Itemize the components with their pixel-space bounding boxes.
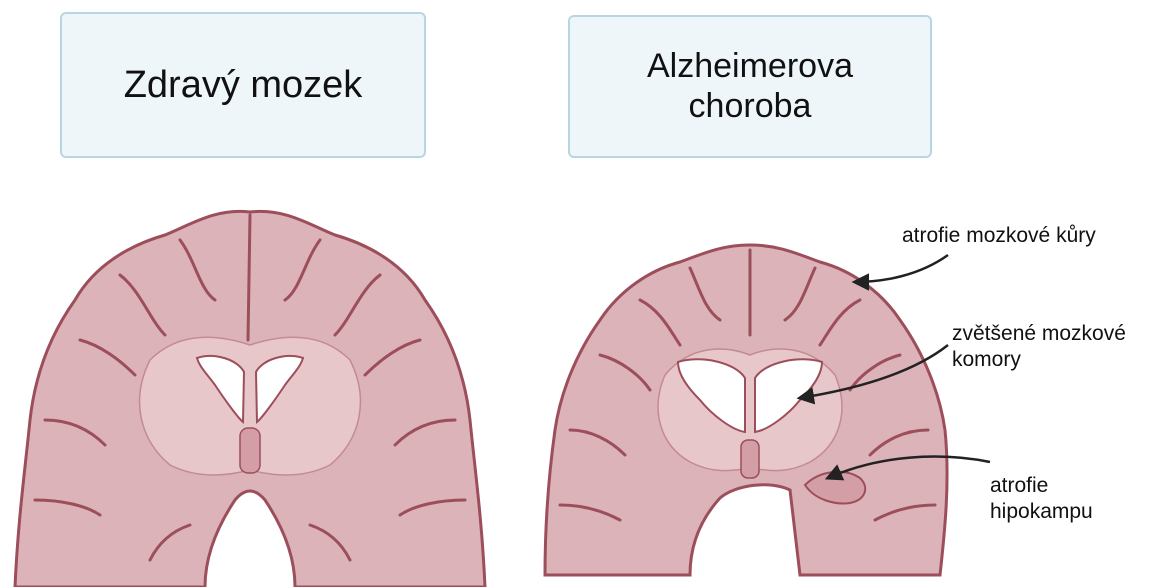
healthy-midline-structure (240, 428, 260, 473)
healthy-brain-section (15, 211, 485, 587)
annotation-enlarged-ventricles: zvětšené mozkové komory (952, 321, 1126, 372)
alzheimer-midline-structure (741, 440, 759, 478)
annotation-cortex-atrophy: atrofie mozkové kůry (902, 223, 1096, 249)
annotation-hippocampus-atrophy: atrofie hipokampu (990, 473, 1093, 524)
arrow-cortex-atrophy (855, 255, 948, 282)
alzheimer-brain-section (545, 245, 947, 575)
